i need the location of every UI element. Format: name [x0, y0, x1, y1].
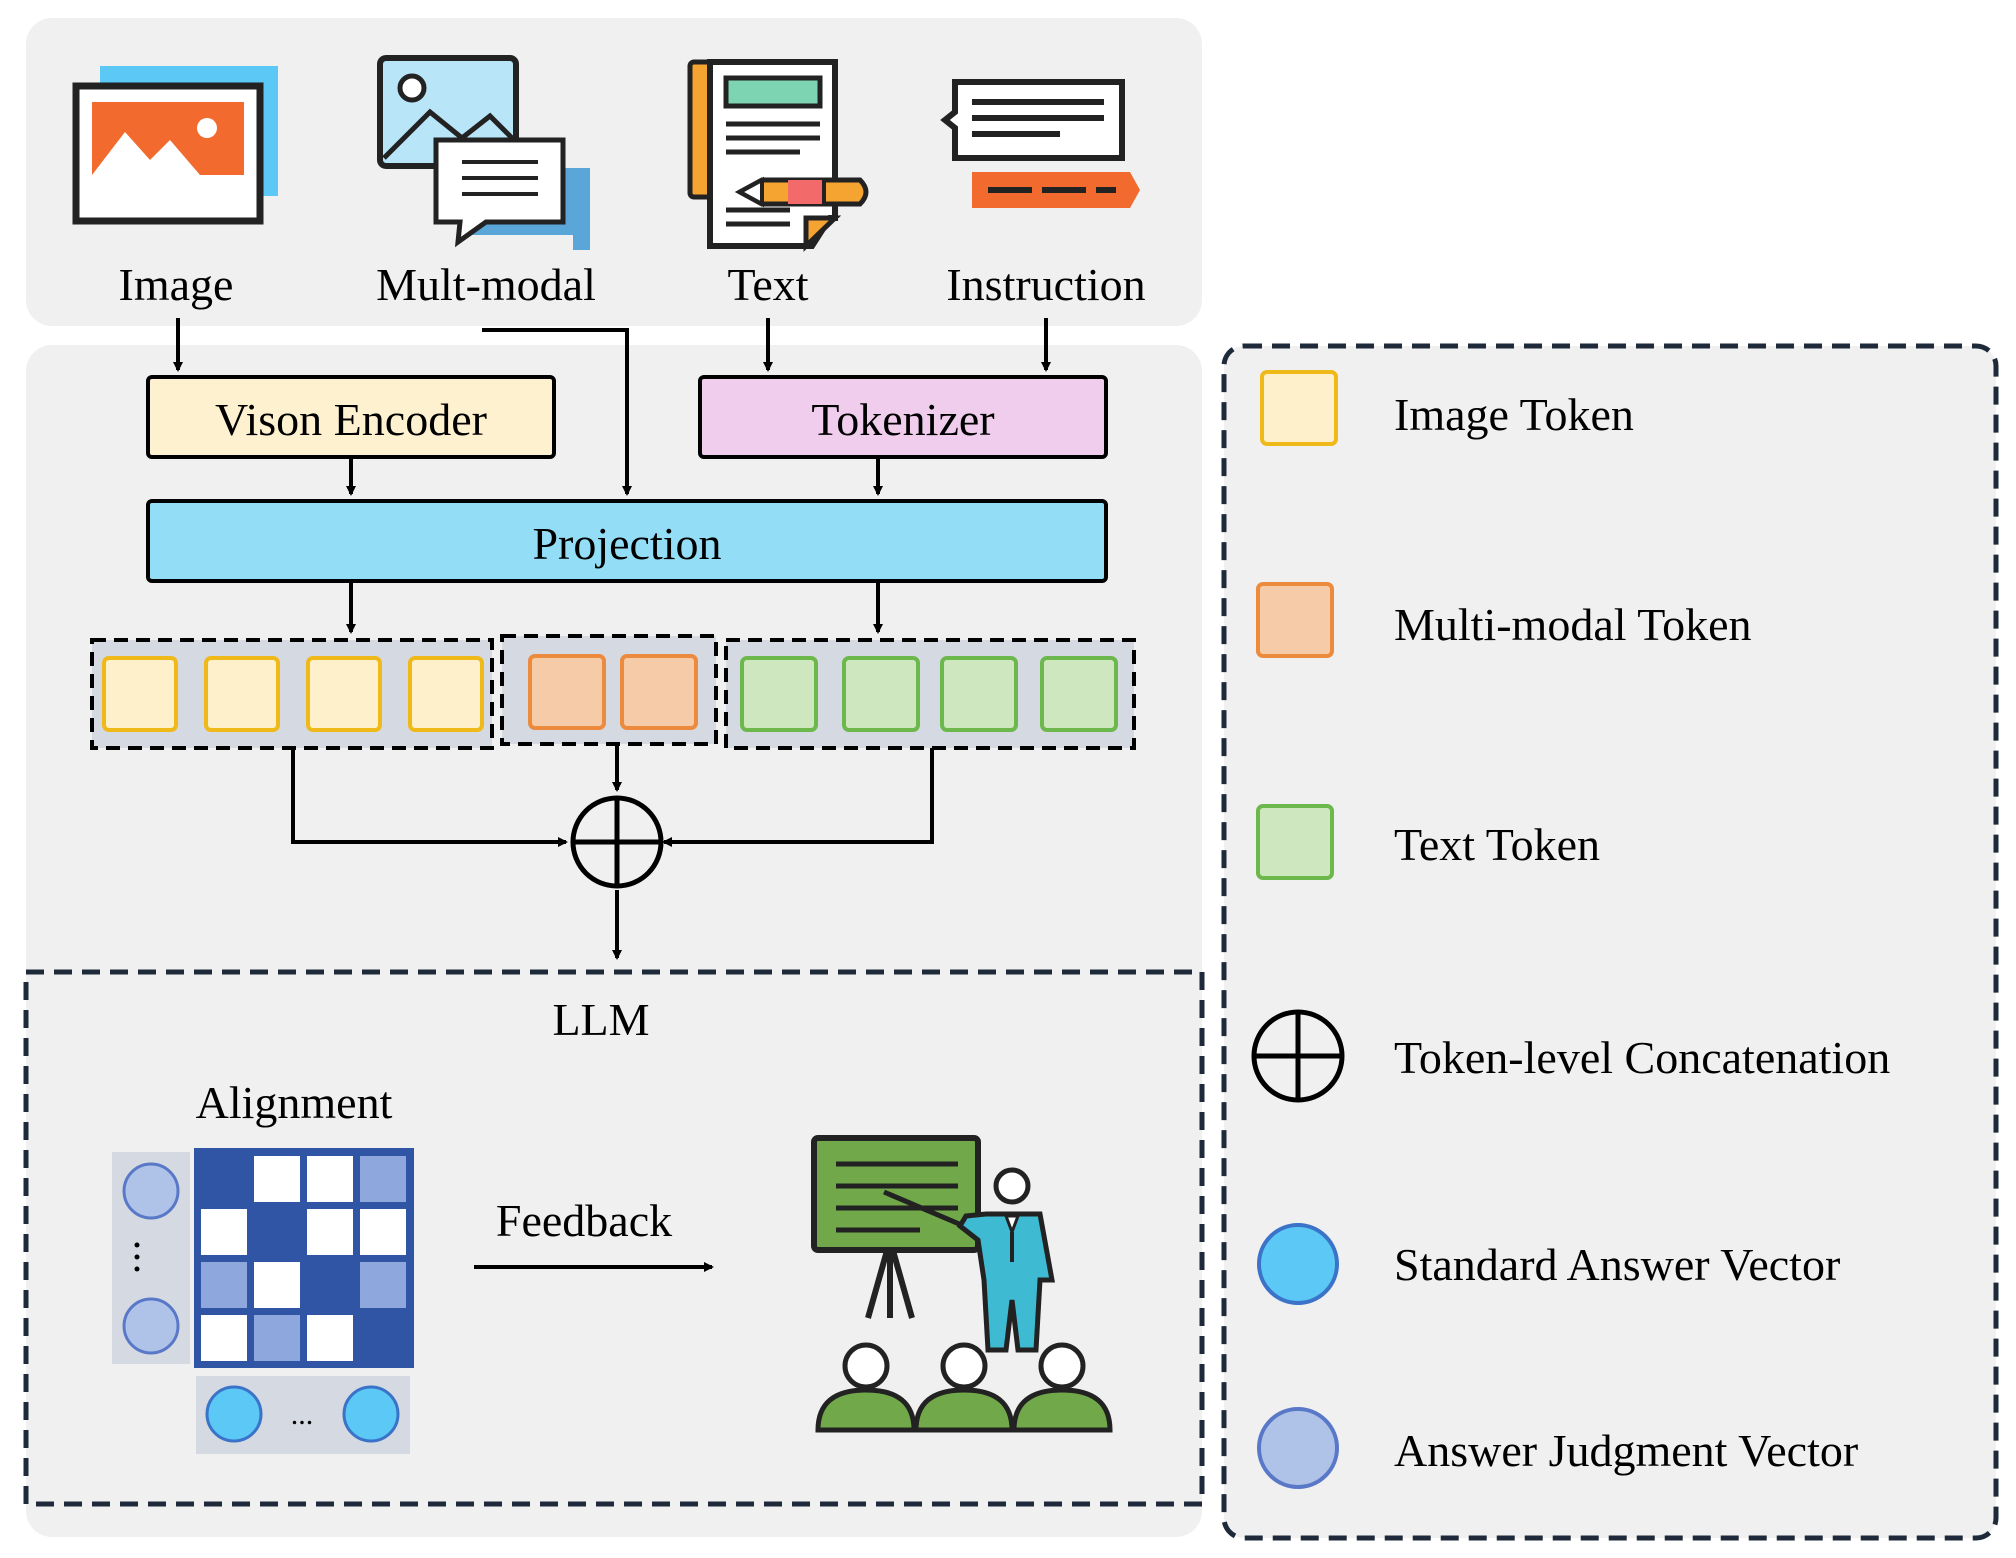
legend-judgment-vector-label: Answer Judgment Vector [1394, 1425, 1858, 1476]
alignment-label: Alignment [196, 1077, 393, 1128]
image-token [102, 656, 178, 732]
legend-image-token-swatch [1260, 370, 1338, 446]
image-icon [72, 66, 278, 225]
tokenizer-label: Tokenizer [811, 394, 994, 445]
concat-icon [570, 795, 664, 889]
tokenizer-box [698, 375, 1108, 459]
legend-concat-label: Token-level Concatenation [1394, 1032, 1890, 1083]
multimodal-token [528, 654, 606, 730]
legend-standard-vector-label: Standard Answer Vector [1394, 1239, 1840, 1290]
judgment-vector [122, 1162, 180, 1220]
legend-judgment-vector-swatch [1257, 1407, 1339, 1489]
input-label-image: Image [119, 259, 234, 310]
alignment-matrix: ... [112, 1148, 414, 1454]
text-token [1040, 656, 1118, 732]
multimodal-icon [377, 55, 590, 250]
projection-label: Projection [532, 518, 721, 569]
standard-vector [342, 1385, 400, 1443]
image-token [408, 656, 484, 732]
vision-encoder-label: Vison Encoder [215, 394, 487, 445]
input-label-text: Text [727, 259, 808, 310]
text-document-icon [687, 59, 869, 252]
input-label-multimodal: Mult-modal [376, 259, 596, 310]
image-token-group [90, 638, 494, 750]
image-token [204, 656, 280, 732]
judgment-vector [122, 1297, 180, 1355]
text-token [940, 656, 1018, 732]
legend-concat-icon [1251, 1009, 1345, 1103]
feedback-label: Feedback [496, 1195, 672, 1246]
legend-text-token-swatch [1256, 804, 1334, 880]
teacher-presentation-icon [811, 1135, 1113, 1433]
multimodal-token-group [500, 634, 718, 746]
legend-image-token-label: Image Token [1394, 389, 1634, 440]
concat-arrows [291, 744, 934, 960]
llm-label: LLM [552, 994, 649, 1045]
input-arrows [173, 318, 1051, 634]
legend-multimodal-token-label: Multi-modal Token [1394, 599, 1752, 650]
image-token [306, 656, 382, 732]
instruction-icon [940, 79, 1140, 208]
inputs-panel [26, 18, 1202, 326]
legend-standard-vector-swatch [1257, 1223, 1339, 1305]
legend-multimodal-token-swatch [1256, 582, 1334, 658]
legend-panel [1221, 343, 1999, 1541]
standard-vector [205, 1385, 263, 1443]
input-label-instruction: Instruction [946, 259, 1145, 310]
multimodal-token [620, 654, 698, 730]
projection-box [146, 499, 1108, 583]
vector-ellipsis: ... [291, 1398, 314, 1431]
llm-box [23, 969, 1205, 1507]
text-token-group [724, 638, 1136, 750]
legend-text-token-label: Text Token [1394, 819, 1600, 870]
text-token [842, 656, 920, 732]
text-token [740, 656, 818, 732]
